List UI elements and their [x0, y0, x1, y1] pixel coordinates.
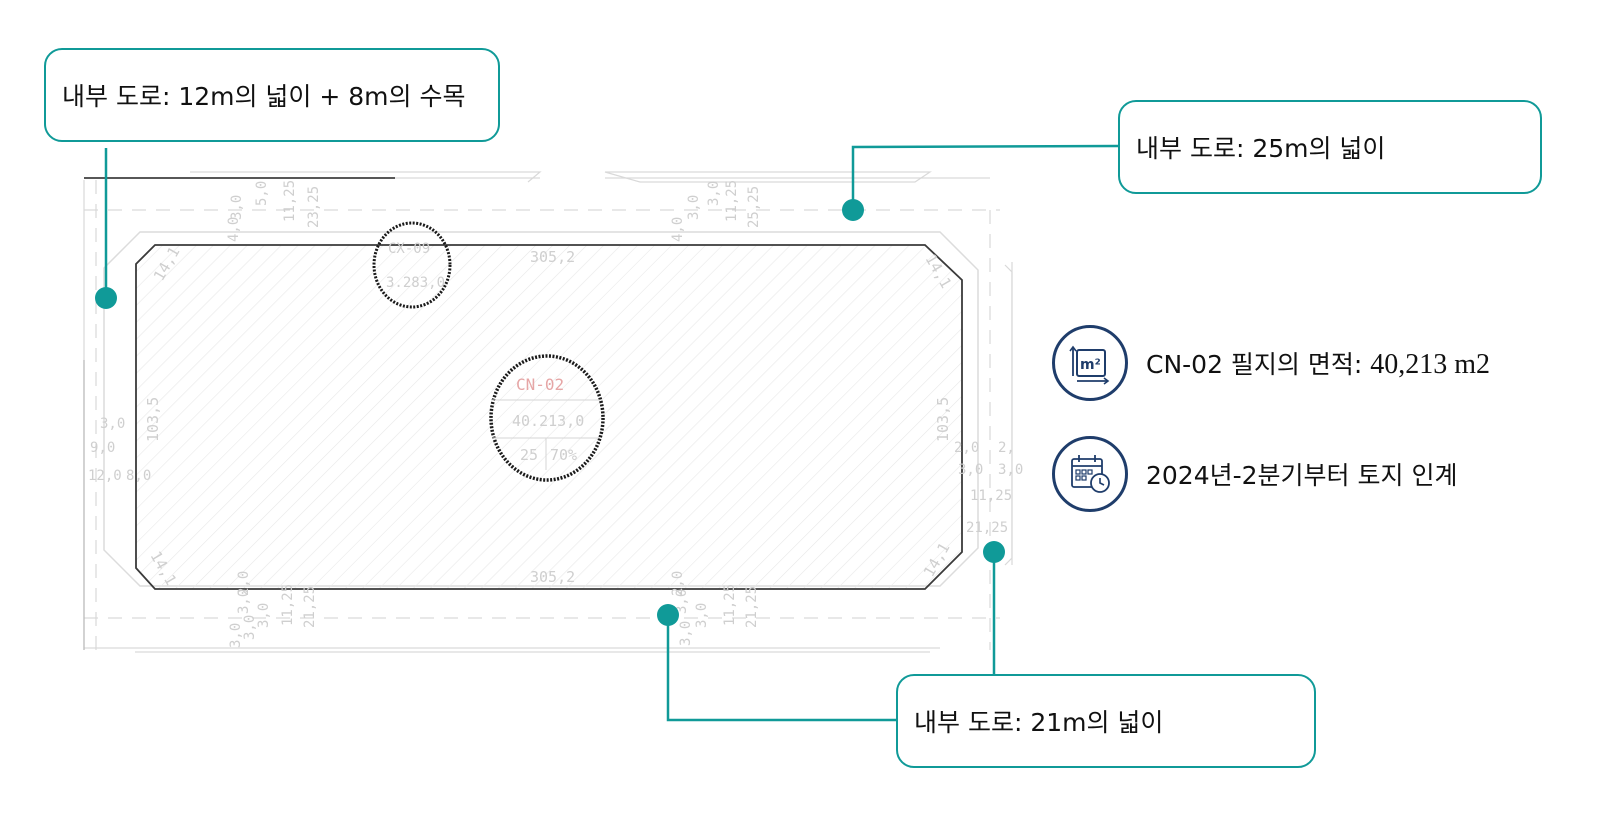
dims-south-label: 21,25 — [302, 586, 318, 628]
cx-09-area: 3.283,0 — [386, 275, 445, 291]
dims-south-label: 3,0 — [256, 603, 272, 628]
leader-north — [851, 144, 1119, 210]
callout-north-road-text: 내부 도로: 25m의 넓이 — [1136, 134, 1386, 163]
dims-south-label: 3,0 — [694, 603, 710, 628]
dims-south-label: 21,25 — [744, 586, 760, 628]
leader-dot-east — [983, 541, 1005, 563]
dims-east-label: 3,0 — [958, 462, 983, 478]
dims-east-label: 3,0 — [998, 462, 1023, 478]
dims-north-label: 3,0 — [706, 181, 722, 206]
info-handover-row: 2024년-2분기부터 토지 인계 — [1052, 436, 1457, 512]
callout-south-road-text: 내부 도로: 21m의 넓이 — [914, 708, 1164, 737]
lot-marker-cn-02: CN-02 40.213,0 25 70% — [489, 354, 605, 482]
dims-west-label: 8,0 — [126, 468, 151, 484]
dims-south-label: 11,25 — [722, 584, 738, 626]
dims-south-label: 2,0 — [670, 571, 686, 596]
calendar-clock-icon — [1052, 436, 1128, 512]
area-m2-icon: m² — [1052, 325, 1128, 401]
callout-south-road: 내부 도로: 21m의 넓이 — [896, 674, 1316, 768]
dim-width-left: 103,5 — [144, 397, 162, 442]
parcel-cn-02 — [135, 244, 963, 590]
dims-east-label: 11,25 — [970, 488, 1012, 504]
dims-west-label: 9,0 — [90, 440, 115, 456]
leader-dot-south — [657, 604, 679, 626]
lot-marker-cx-09: CX-09 3.283,0 — [372, 221, 452, 309]
dims-south-label: 3,0 — [242, 615, 258, 640]
area-label: CN-02 필지의 면적: — [1146, 350, 1363, 379]
area-value: 40,213 m2 — [1370, 349, 1491, 380]
block-north-right — [604, 171, 932, 183]
lot-setback-outline — [103, 231, 979, 587]
dims-south-label: 3,0 — [678, 621, 694, 646]
block-east — [1004, 264, 1013, 566]
info-area-row: m² CN-02 필지의 면적: 40,213 m2 — [1052, 325, 1490, 401]
dims-east-label: 21,25 — [966, 520, 1008, 536]
dims-south-label: 2,0 — [236, 571, 252, 596]
dims-north-label: 5,0 — [254, 181, 270, 206]
dims-north-label: 23,25 — [306, 186, 322, 228]
dims-south-label: 3,0 — [236, 589, 252, 614]
dims-east-label: 2,0 — [954, 440, 979, 456]
dims-north-label: 3,0 — [229, 195, 245, 220]
leader-dot-north — [842, 199, 864, 221]
leader-south — [666, 615, 896, 722]
cn-02-label: CN-02 — [516, 375, 564, 394]
callout-west-road: 내부 도로: 12m의 넓이 + 8m의 수목 — [44, 48, 500, 142]
leader-dot-west — [95, 287, 117, 309]
cn-02-density: 70% — [550, 446, 577, 464]
callout-west-road-text: 내부 도로: 12m의 넓이 + 8m의 수목 — [62, 82, 466, 111]
cx-09-label: CX-09 — [388, 241, 430, 257]
leader-lines — [104, 144, 1119, 722]
dims-south-label: 3,0 — [228, 623, 244, 648]
dims-west-label: 12,0 — [88, 468, 122, 484]
dims-north-label: 25,25 — [746, 186, 762, 228]
dims-south-label: 11,25 — [280, 584, 296, 626]
cx-09-circle — [372, 221, 452, 309]
leader-dots — [95, 199, 1005, 626]
dims-north-label: 4,0 — [670, 217, 686, 242]
dims-north-label: 11,25 — [282, 180, 298, 222]
callout-north-road: 내부 도로: 25m의 넓이 — [1118, 100, 1542, 194]
dims-east-label: 2, — [998, 440, 1015, 456]
dim-width-right: 103,5 — [934, 397, 952, 442]
dims-west-label: 3,0 — [100, 416, 125, 432]
dim-length-bottom: 305,2 — [530, 568, 575, 586]
dims-north-label: 11,25 — [724, 180, 740, 222]
dim-length-top: 305,2 — [530, 248, 575, 266]
dims-north-label: 4,0 — [226, 217, 242, 242]
handover-text: 2024년-2분기부터 토지 인계 — [1146, 461, 1458, 490]
block-north-left — [190, 171, 542, 183]
cn-02-circle — [489, 354, 605, 482]
cn-02-floors: 25 — [520, 446, 538, 464]
svg-text:m²: m² — [1080, 357, 1101, 373]
dims-south-label: 3,0 — [674, 589, 690, 614]
dims-north-label: 3,0 — [686, 195, 702, 220]
area-text: CN-02 필지의 면적: 40,213 m2 — [1146, 345, 1490, 381]
cn-02-area: 40.213,0 — [512, 412, 584, 430]
